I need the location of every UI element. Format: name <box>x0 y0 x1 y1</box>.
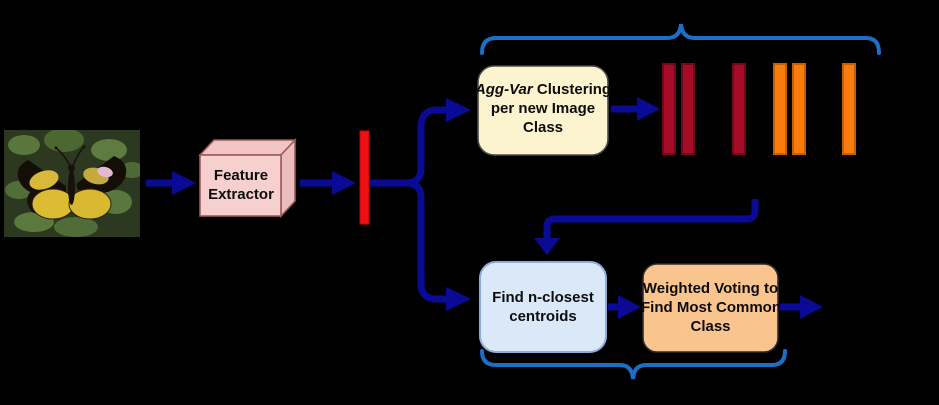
arrow-fork-split <box>369 98 471 311</box>
centroid-bar-1 <box>662 63 676 155</box>
arrow-voting-to-output <box>780 295 823 319</box>
feature-extractor-box <box>198 137 297 219</box>
arrow-find-to-voting <box>608 295 641 319</box>
feature-extractor-label: Feature Extractor <box>208 167 274 203</box>
weighted-voting-box <box>642 263 779 353</box>
arrow-input-to-extractor <box>146 171 196 195</box>
centroid-bar-3 <box>732 63 746 155</box>
arrow-extractor-to-vector <box>300 171 356 195</box>
feature-vector-bar <box>359 130 370 225</box>
agg-var-clustering-label: Agg-Var Clustering per new Image Class <box>474 81 612 136</box>
centroid-bar-4 <box>773 63 787 155</box>
arrow-clustering-to-centroids <box>611 97 660 121</box>
arrow-centroids-to-find <box>534 199 759 255</box>
find-centroids-label: Find n-closest centroids <box>492 289 594 325</box>
centroid-bar-6 <box>842 63 856 155</box>
agg-var-clustering-box <box>477 65 609 156</box>
top-brace <box>480 23 881 55</box>
cluster-centroid-bars <box>662 63 856 155</box>
centroid-bar-5 <box>792 63 806 155</box>
weighted-voting-label: Weighted Voting to Find Most Common Clas… <box>641 280 781 335</box>
bottom-brace <box>480 349 787 380</box>
butterfly <box>17 145 127 220</box>
find-centroids-box <box>479 261 607 353</box>
centroid-bar-2 <box>681 63 695 155</box>
input-image <box>4 130 140 237</box>
